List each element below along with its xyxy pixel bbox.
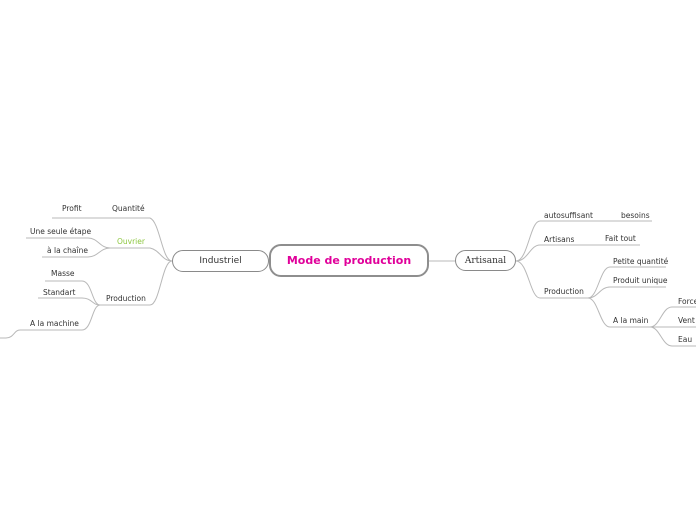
subtopic-petite-quantite[interactable]: Petite quantité [613,257,669,266]
connector-eau [649,326,696,347]
subtopic-une-seule-etape[interactable]: Une seule étape [30,227,92,236]
central-topic[interactable]: Mode de production [269,244,429,277]
connector-quantite [100,217,173,262]
connector-produit-unique [587,286,666,299]
connector-force [649,306,696,328]
subtopic-artisanal-production[interactable]: Production [544,287,584,296]
subtopic-a-la-chaine[interactable]: à la chaîne [47,246,88,255]
connector-a-la-main [587,297,650,328]
subtopic-autosuffisant[interactable]: autosuffisant [544,211,593,220]
subtopic-a-la-machine[interactable]: A la machine [30,319,79,328]
topic-industriel[interactable]: Industriel [172,250,269,272]
connector-industriel-production [100,260,173,306]
subtopic-force[interactable]: Force [678,297,696,306]
connector-artisans [515,244,596,262]
subtopic-artisans[interactable]: Artisans [544,235,575,244]
connector-standart [38,297,101,306]
central-topic-label: Mode de production [286,254,412,267]
topic-artisanal[interactable]: Artisanal [455,250,516,271]
subtopic-produit-unique[interactable]: Produit unique [613,276,668,285]
connector-a-la-chaine [42,247,111,258]
subtopic-vent[interactable]: Vent [678,316,695,325]
subtopic-besoins[interactable]: besoins [621,211,650,220]
subtopic-standart[interactable]: Standart [43,288,76,297]
connector-une-seule-etape [26,237,111,249]
connector-a-la-machine [20,304,101,331]
connector-offscreen [0,329,21,339]
subtopic-fait-tout[interactable]: Fait tout [605,234,636,243]
connector-masse [45,280,101,306]
topic-industriel-label: Industriel [199,256,242,266]
connector-ouvrier [110,247,173,262]
topic-artisanal-label: Artisanal [464,255,507,266]
subtopic-ouvrier[interactable]: Ouvrier [117,237,145,246]
subtopic-industriel-production[interactable]: Production [106,294,146,303]
subtopic-quantite[interactable]: Quantité [112,204,145,213]
connector-artisanal-production [515,260,588,299]
subtopic-profit[interactable]: Profit [62,204,82,213]
connector-petite-quantite [587,266,666,299]
subtopic-eau[interactable]: Eau [678,335,693,344]
subtopic-a-la-main[interactable]: A la main [613,316,649,325]
subtopic-masse[interactable]: Masse [51,269,75,278]
connector-autosuffisant [515,220,596,262]
